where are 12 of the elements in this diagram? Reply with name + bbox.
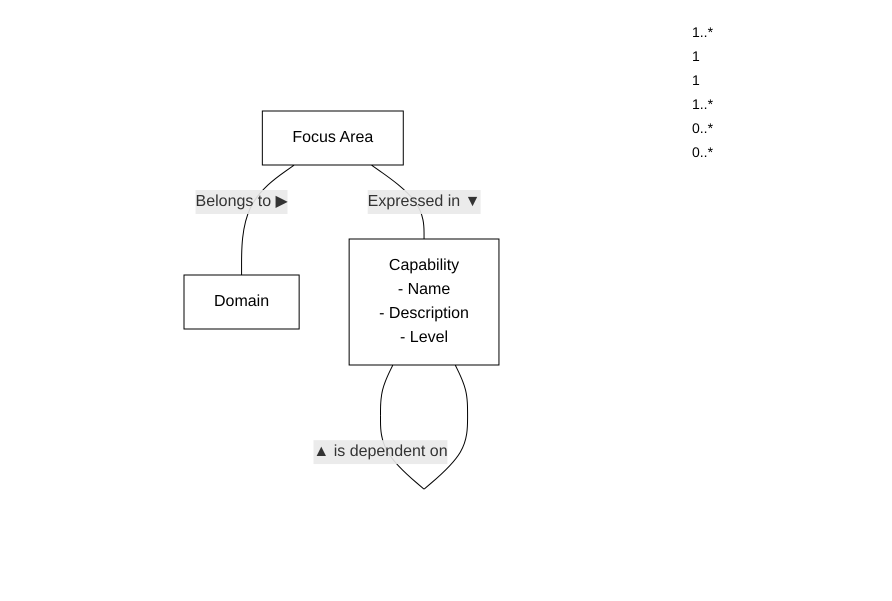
multiplicity-label: 1: [692, 72, 700, 88]
multiplicity-label: 1: [692, 48, 700, 64]
multiplicity-label: 1..*: [692, 96, 714, 112]
edge-label: Expressed in ▼: [367, 193, 480, 210]
node-box: Domain: [183, 274, 300, 330]
node-box: Capability - Name - Description - Level: [348, 238, 499, 366]
multiplicity-label: 1..*: [692, 24, 714, 40]
multiplicity-label: 0..*: [692, 144, 714, 160]
node-box: Focus Area: [261, 110, 404, 166]
multiplicity-label: 0..*: [692, 120, 714, 136]
edge-label: ▲ is dependent on: [312, 443, 448, 460]
edge-label: Belongs to ▶: [195, 193, 288, 210]
